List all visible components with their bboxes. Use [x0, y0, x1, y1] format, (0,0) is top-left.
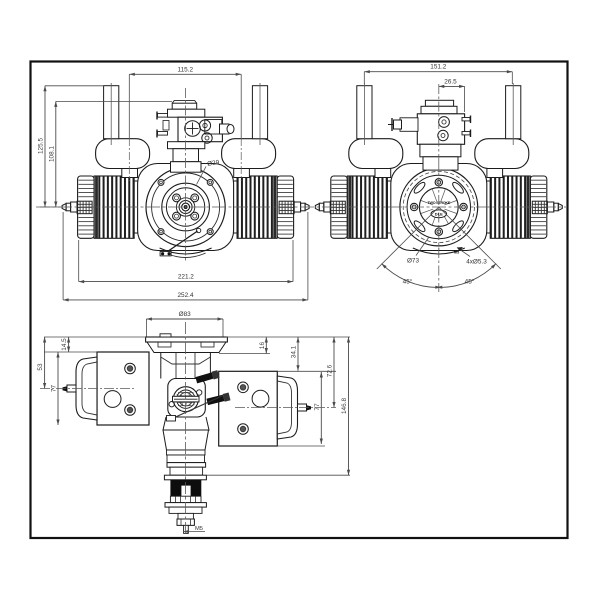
svg-text:M5: M5	[454, 250, 460, 255]
svg-text:53: 53	[37, 363, 44, 371]
svg-text:TWO STROKE: TWO STROKE	[428, 201, 451, 205]
svg-text:77: 77	[314, 403, 321, 411]
svg-text:Ø83: Ø83	[179, 311, 192, 318]
svg-text:4xØ5.3: 4xØ5.3	[466, 259, 487, 266]
svg-text:M5: M5	[195, 526, 203, 532]
svg-text:115.2: 115.2	[177, 66, 193, 73]
svg-text:252.4: 252.4	[178, 292, 194, 299]
svg-text:72.6: 72.6	[327, 364, 334, 377]
svg-text:108.1: 108.1	[48, 146, 55, 162]
svg-text:125.5: 125.5	[38, 138, 45, 154]
svg-text:Ø73: Ø73	[407, 258, 420, 265]
svg-text:26.5: 26.5	[444, 78, 457, 85]
svg-text:Ø29: Ø29	[207, 159, 220, 168]
svg-text:14.5: 14.5	[61, 338, 68, 351]
svg-text:45°: 45°	[403, 278, 413, 286]
svg-text:16: 16	[259, 342, 266, 350]
svg-text:34.1: 34.1	[291, 345, 298, 358]
svg-text:151.2: 151.2	[430, 64, 446, 71]
svg-text:146.8: 146.8	[341, 398, 348, 414]
svg-text:45°: 45°	[465, 278, 475, 286]
svg-text:221.2: 221.2	[178, 274, 194, 281]
